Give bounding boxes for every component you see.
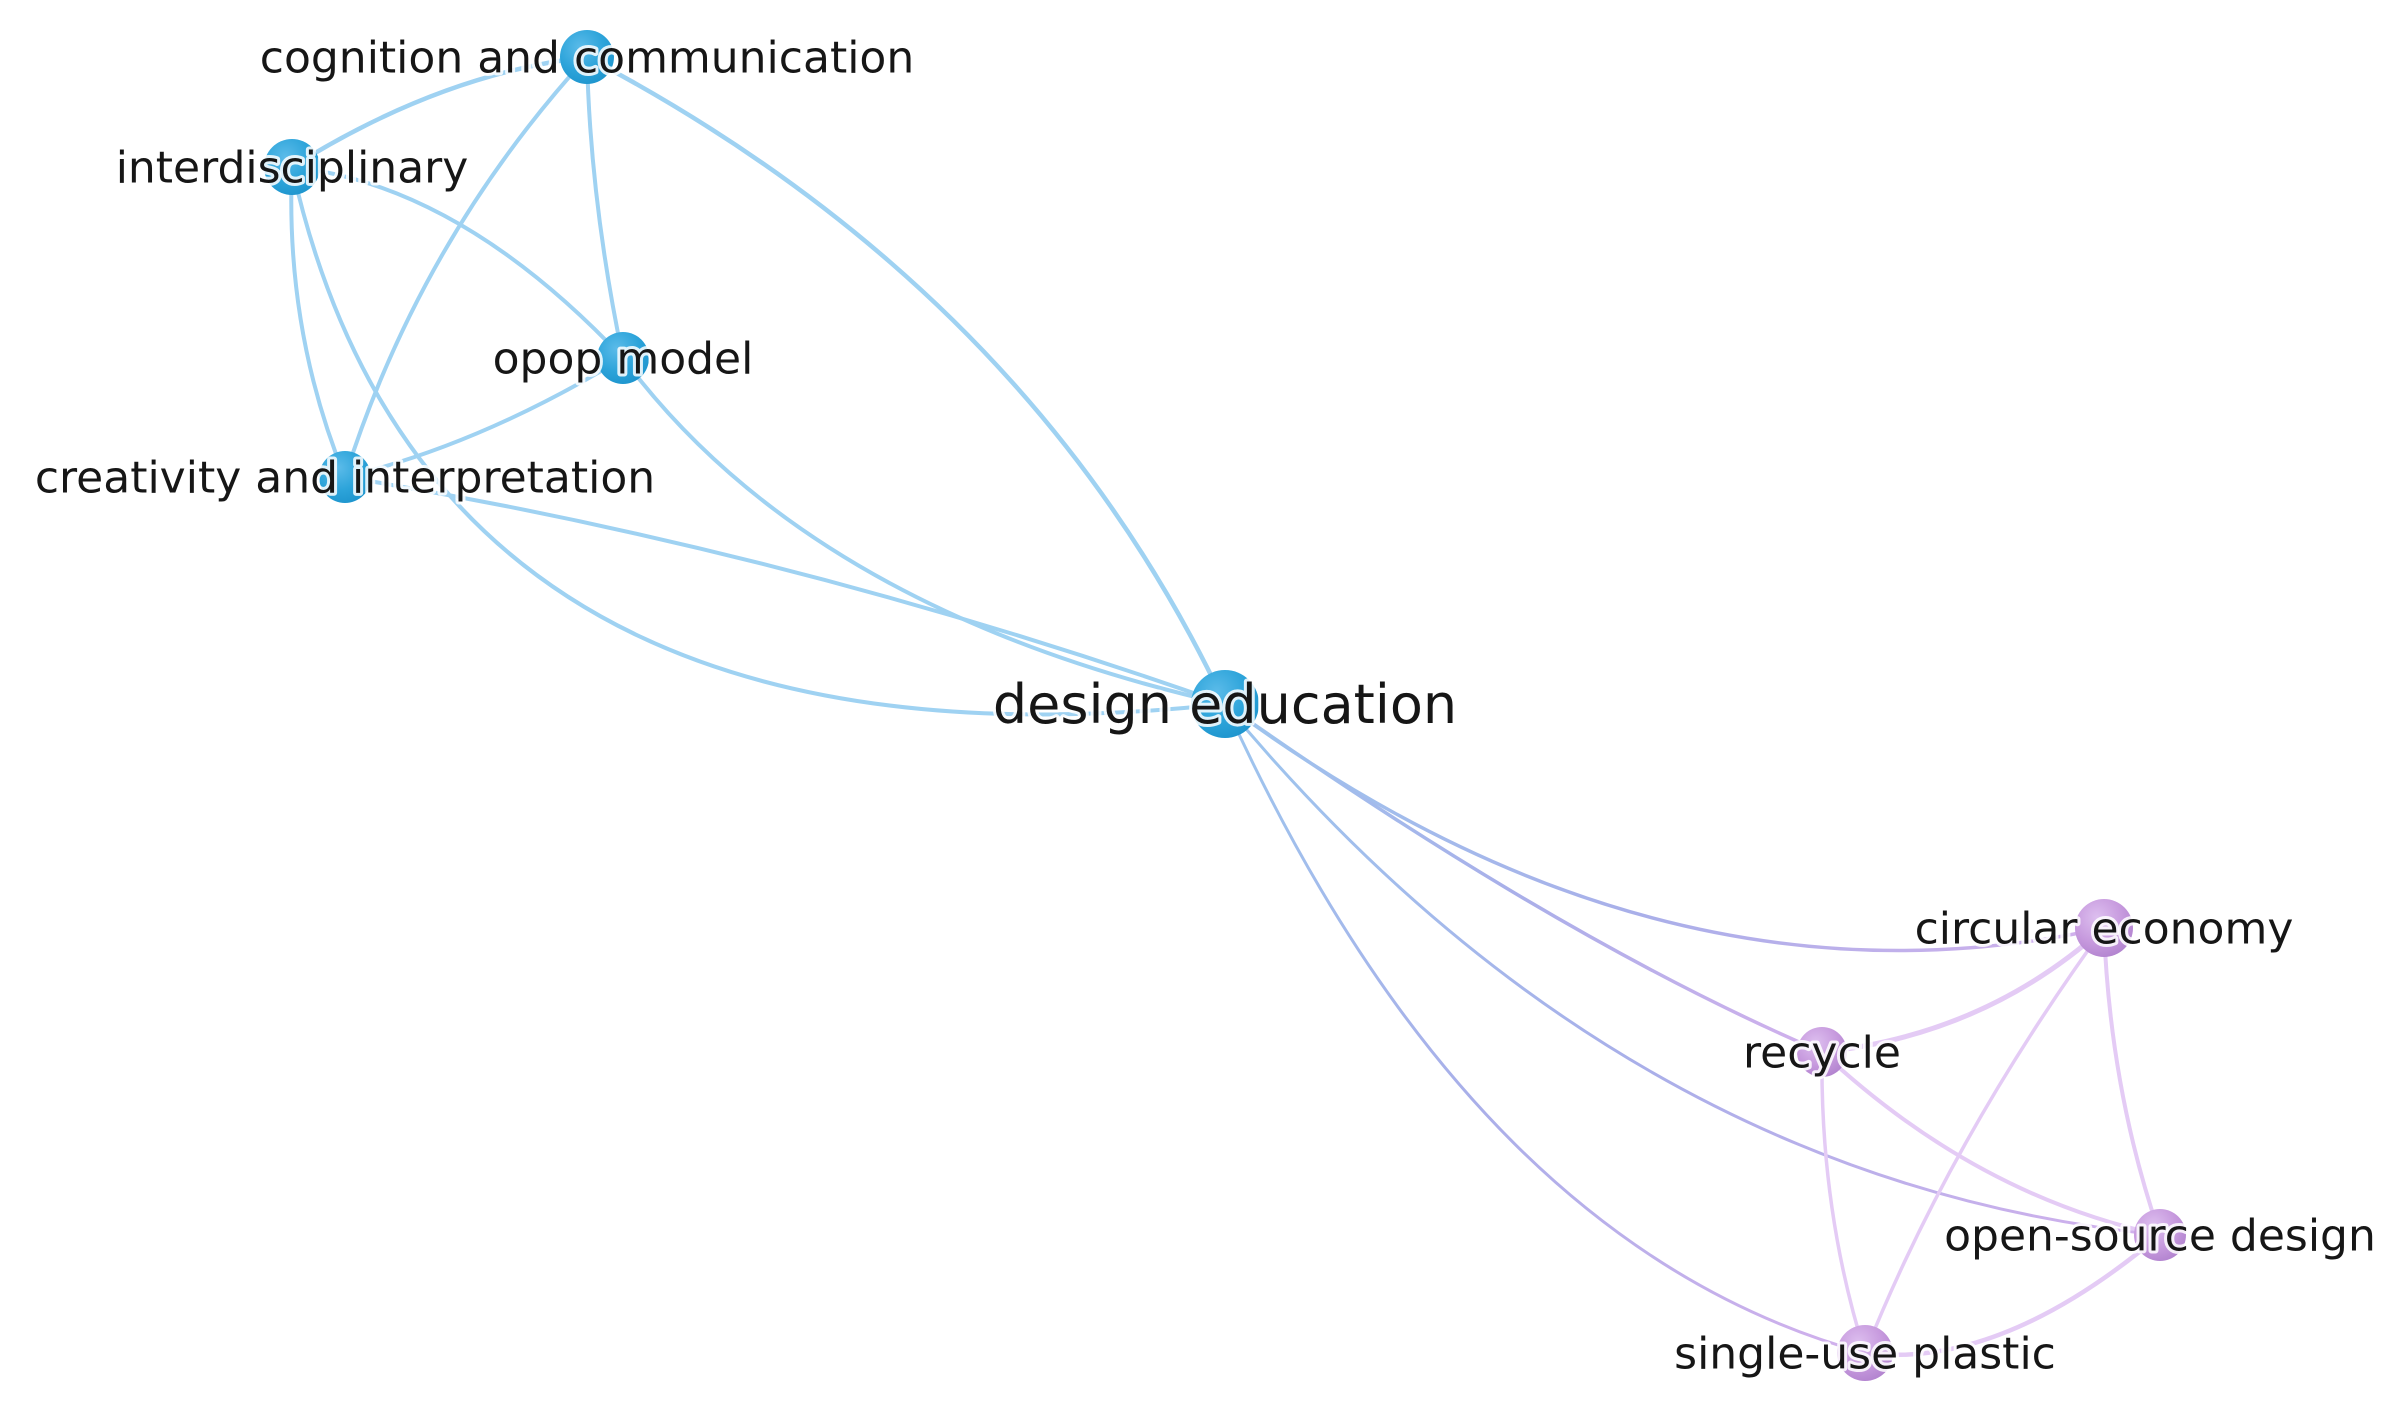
label-layer: cognition and communication interdiscipli… [32,29,2379,1382]
node-layer [264,30,2186,1381]
edge-creativity-and-interpretation--design-education [343,475,1227,706]
edge-cognition-and-communication--opop-model [585,55,625,360]
edge-design-education--single-use-plastic [1223,702,1867,1355]
node-label-interdisciplinary: interdisciplinary [116,142,469,193]
node-open-source-design[interactable] [2134,1209,2186,1261]
edge-recycle--single-use-plastic [1820,1050,1867,1355]
node-circular-economy[interactable] [2075,899,2133,957]
node-label-design-education: design education [993,673,1457,736]
edge-cognition-and-communication--creativity-and-interpretation [343,55,589,479]
node-label-opop-model: opop model [493,333,754,384]
edge-circular-economy--open-source-design [2102,926,2162,1237]
edge-cognition-and-communication--design-education [584,54,1228,707]
edge-cognition-and-communication--interdisciplinary [289,54,590,170]
node-creativity-and-interpretation[interactable] [319,451,371,503]
node-cognition-and-communication[interactable] [560,30,614,84]
node-recycle[interactable] [1797,1027,1847,1077]
node-label-open-source-design: open-source design [1944,1210,2376,1261]
node-label-recycle: recycle [1743,1027,1901,1078]
node-label-cognition-and-communication: cognition and communication [260,32,914,83]
edge-circular-economy--recycle [1819,925,2107,1055]
edge-design-education--recycle [1223,702,1824,1054]
edge-open-source-design--single-use-plastic [1862,1232,2163,1358]
edge-circular-economy--single-use-plastic [1863,926,2106,1355]
edge-design-education--open-source-design [1223,702,2162,1237]
edge-layer [289,54,2163,1358]
edge-recycle--open-source-design [1820,1050,2162,1237]
node-label-creativity-and-interpretation: creativity and interpretation [35,452,655,503]
edge-design-education--circular-economy [1223,702,2106,953]
edge-interdisciplinary--creativity-and-interpretation [289,165,347,479]
node-label-single-use-plastic: single-use plastic [1674,1328,2056,1379]
edge-interdisciplinary--opop-model [290,165,625,360]
node-interdisciplinary[interactable] [264,139,320,195]
node-design-education[interactable] [1191,670,1259,738]
edge-interdisciplinary--design-education [290,165,1227,717]
node-opop-model[interactable] [597,332,649,384]
edge-opop-model--design-education [621,356,1227,706]
edge-opop-model--creativity-and-interpretation [343,356,625,479]
node-label-circular-economy: circular economy [1915,903,2294,954]
node-single-use-plastic[interactable] [1837,1325,1893,1381]
